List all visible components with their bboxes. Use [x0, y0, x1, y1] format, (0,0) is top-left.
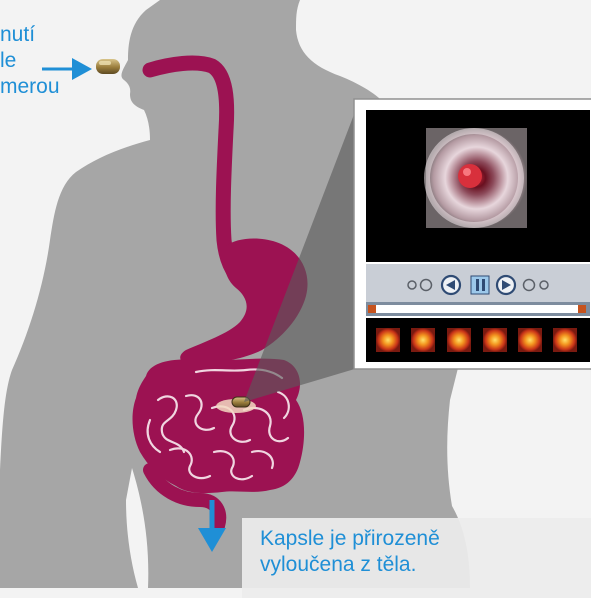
thumbnail[interactable]: [553, 328, 577, 352]
excrete-label-line: vyloučena z těla.: [260, 552, 591, 578]
capsule-camera-start: [96, 59, 120, 74]
swallow-label-line: le: [0, 48, 60, 74]
swallow-label-line: merou: [0, 74, 60, 100]
excrete-label: Kapsle je přirozeně vyloučena z těla.: [242, 518, 591, 598]
timeline-scrubber[interactable]: [366, 302, 590, 316]
image-viewer-panel: [354, 99, 591, 369]
thumbnail[interactable]: [483, 328, 507, 352]
swallow-label-line: nutí: [0, 22, 60, 48]
thumbnail[interactable]: [411, 328, 435, 352]
pause-button-icon[interactable]: [471, 276, 489, 294]
thumbnail[interactable]: [376, 328, 400, 352]
excrete-label-line: Kapsle je přirozeně: [260, 526, 591, 552]
thumbnail[interactable]: [518, 328, 542, 352]
swallow-label: nutí le merou: [0, 22, 60, 100]
thumbnail[interactable]: [447, 328, 471, 352]
